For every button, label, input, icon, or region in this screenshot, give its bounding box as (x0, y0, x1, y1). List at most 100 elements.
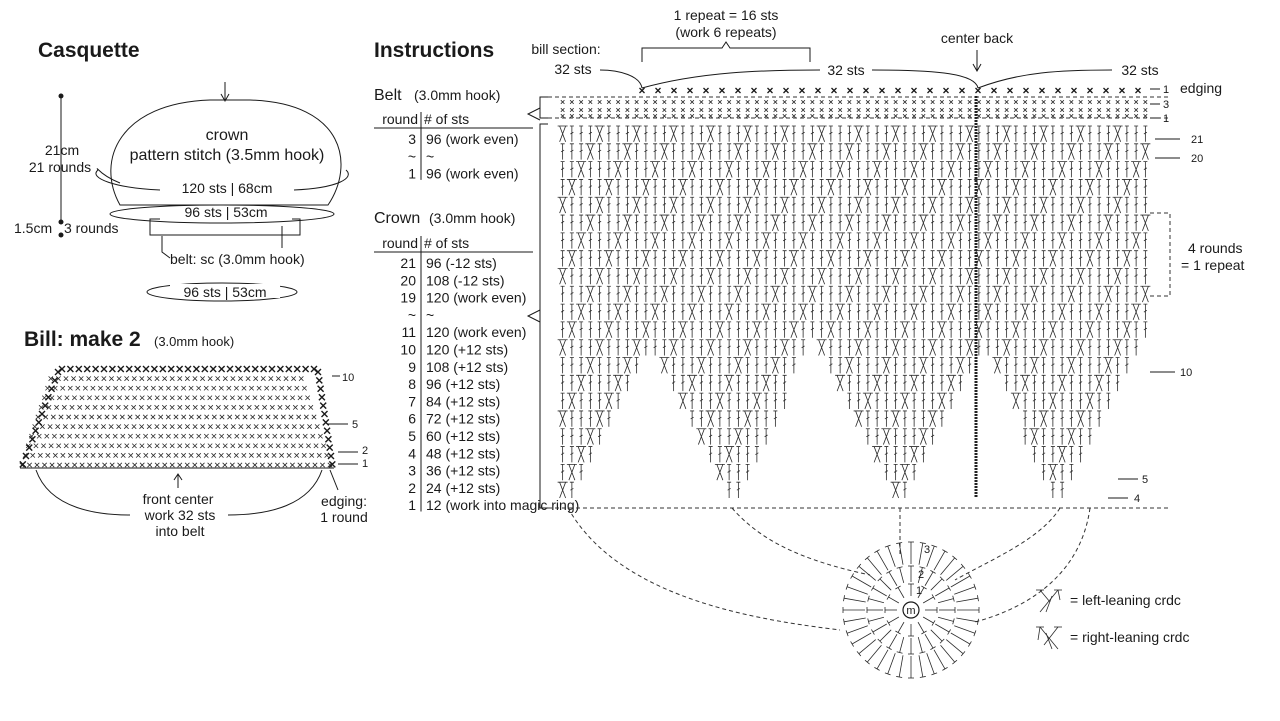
ring-link-1 (567, 507, 841, 631)
belt-sc-stitch (773, 107, 778, 113)
dc-stitch (930, 214, 935, 231)
dc-stitch (893, 374, 898, 392)
dc-stitch (606, 214, 611, 231)
height-bottom-dot (58, 232, 64, 238)
dc-stitch (579, 321, 584, 338)
dc-stitch (893, 179, 898, 196)
crdc-stitch (1066, 428, 1077, 445)
bill-sc-stitch (259, 395, 265, 401)
bill-sc-stitch (303, 414, 309, 420)
bill-sc-stitch (64, 462, 70, 468)
dc-stitch (1060, 339, 1065, 356)
dc-stitch (810, 161, 815, 178)
crdc-stitch (779, 196, 790, 214)
bill-sc-stitch (237, 462, 243, 468)
dc-stitch (838, 214, 843, 231)
dc-stitch (1078, 214, 1083, 231)
bill-sc-stitch (211, 433, 217, 439)
bill-edge-stitch (285, 365, 293, 373)
dc-stitch (921, 392, 926, 409)
crdc-stitch (1020, 232, 1031, 249)
bill-sc-stitch (150, 414, 156, 420)
belt-sc-stitch (653, 99, 658, 105)
crdc-stitch (742, 268, 753, 285)
dc-stitch (949, 321, 954, 338)
crdc-stitch (566, 392, 577, 410)
ring-stitch (899, 636, 905, 653)
ring-stitch-top (968, 573, 972, 579)
bill-sc-stitch (61, 404, 67, 410)
bill-sc-stitch (67, 452, 73, 458)
dc-stitch (875, 179, 880, 196)
dc-stitch (1023, 143, 1028, 160)
dc-stitch (865, 374, 870, 392)
dc-stitch (588, 410, 593, 427)
bill-sc-stitch (181, 433, 187, 439)
dc-stitch (727, 268, 732, 285)
dc-stitch (1004, 214, 1009, 231)
bill-sc-stitch (90, 452, 96, 458)
bill-side-stitch (19, 460, 27, 468)
dc-stitch (727, 125, 732, 142)
dc-stitch (865, 357, 870, 374)
dc-stitch (1087, 125, 1092, 142)
dc-stitch (995, 161, 1000, 178)
dc-stitch (921, 196, 926, 214)
dc-stitch (606, 285, 611, 303)
bill-edge-stitch (234, 365, 242, 373)
dc-stitch (1032, 268, 1037, 285)
ring-stitch (933, 550, 946, 571)
dc-stitch (1023, 250, 1028, 267)
bill-sc-stitch (109, 443, 115, 449)
crown-height-rounds: 21 rounds (29, 159, 91, 175)
bill-sc-stitch (173, 452, 179, 458)
dc-stitch (912, 196, 917, 214)
dc-stitch (884, 303, 889, 320)
dc-stitch (930, 428, 935, 445)
dc-stitch (1134, 339, 1139, 356)
bill-sc-stitch (254, 404, 260, 410)
belt-sc-stitch (810, 113, 815, 119)
dc-stitch (875, 339, 880, 356)
dc-stitch (671, 285, 676, 303)
bill-edge-stitch (125, 365, 133, 373)
bill-sc-stitch (86, 443, 92, 449)
crdc-stitch (853, 410, 864, 427)
belt-sc-stitch (773, 99, 778, 105)
bill-sc-stitch (132, 462, 138, 468)
crdc-stitch (696, 143, 707, 160)
dc-stitch (865, 161, 870, 178)
dc-stitch (967, 214, 972, 231)
bill-edge-stitch (209, 365, 217, 373)
crdc-stitch (622, 357, 633, 374)
ring-stitch (888, 616, 900, 624)
bill-sc-stitch (291, 424, 297, 430)
ring-stitch-top (886, 594, 891, 600)
crdc-stitch (659, 143, 670, 160)
dc-stitch (884, 463, 889, 481)
dc-stitch (1004, 179, 1009, 196)
bill-sc-stitch (158, 385, 164, 391)
dc-stitch (773, 232, 778, 249)
dc-stitch (958, 339, 963, 356)
bill-sc-stitch (292, 404, 298, 410)
dc-stitch (1078, 232, 1083, 249)
crdc-stitch (1075, 410, 1086, 427)
ring-stitch (956, 597, 979, 603)
bill-sc-stitch (127, 414, 133, 420)
dc-stitch (921, 125, 926, 142)
crdc-stitch (585, 357, 596, 374)
dc-stitch (847, 161, 852, 178)
crdc-stitch (835, 161, 846, 178)
dc-stitch (1115, 232, 1120, 249)
crdc-stitch (1057, 303, 1068, 321)
dc-stitch (727, 481, 732, 498)
bill-sc-stitch (124, 443, 130, 449)
dc-stitch (1069, 179, 1074, 196)
dc-stitch (949, 268, 954, 285)
crdc-stitch (918, 143, 929, 160)
dc-stitch (579, 214, 584, 231)
crdc-stitch (844, 285, 855, 303)
crdc-stitch (835, 232, 846, 249)
